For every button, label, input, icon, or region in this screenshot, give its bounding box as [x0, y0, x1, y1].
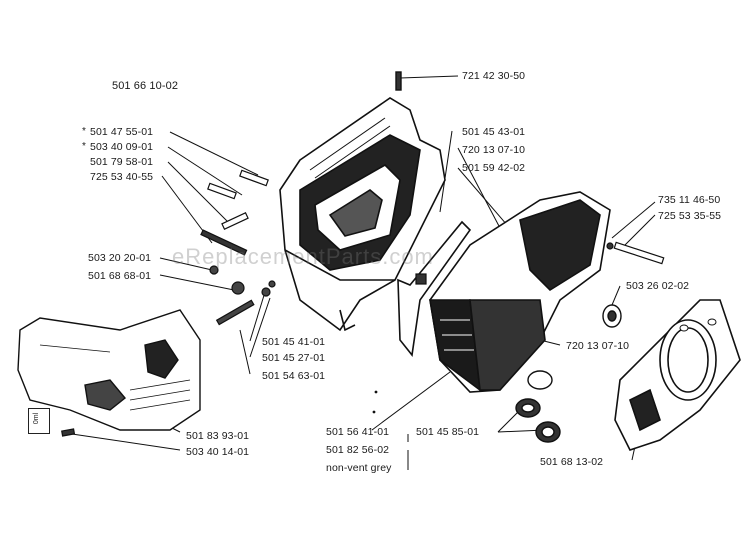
part-label[interactable]: 501 68 68-01 — [88, 270, 152, 282]
part-label-note: non-vent grey — [326, 462, 392, 474]
part-label[interactable]: 501 59 42-02 — [462, 162, 526, 174]
part-label[interactable]: 501 54 63-01 — [262, 370, 326, 382]
part-label[interactable]: 503 20 20-01 — [88, 252, 152, 264]
asterisk-mark: * — [82, 141, 86, 152]
part-label[interactable]: 501 45 41-01 — [262, 336, 326, 348]
part-label[interactable]: 720 13 07-10 — [566, 340, 630, 352]
part-label[interactable]: 501 47 55-01 — [90, 126, 154, 138]
part-label[interactable]: 735 11 46-50 — [658, 194, 721, 206]
part-label[interactable]: 501 68 13-02 — [540, 456, 604, 468]
asterisk-mark: * — [82, 126, 86, 137]
watermark: eReplacementParts.com — [172, 244, 434, 269]
part-label[interactable]: 720 13 07-10 — [462, 144, 526, 156]
part-label[interactable]: 501 45 43-01 — [462, 126, 526, 138]
part-label[interactable]: 503 26 02-02 — [626, 280, 690, 292]
part-label[interactable]: 503 40 14-01 — [186, 446, 250, 458]
part-label[interactable]: 725 53 40-55 — [90, 171, 154, 183]
part-label[interactable]: 501 56 41-01 — [326, 426, 390, 438]
part-label[interactable]: 501 79 58-01 — [90, 156, 154, 168]
assembly-number: 501 66 10-02 — [112, 80, 179, 92]
badge-text: 0ml — [33, 412, 41, 425]
part-label[interactable]: 501 83 93-01 — [186, 430, 250, 442]
part-label[interactable]: 501 45 85-01 — [416, 426, 480, 438]
part-label[interactable]: 501 82 56-02 — [326, 444, 390, 456]
part-label[interactable]: 721 42 30-50 — [462, 70, 526, 82]
badge-icon: 0ml — [28, 408, 50, 434]
part-label[interactable]: 501 45 27-01 — [262, 352, 326, 364]
part-label[interactable]: 503 40 09-01 — [90, 141, 154, 153]
part-label[interactable]: 725 53 35-55 — [658, 210, 722, 222]
